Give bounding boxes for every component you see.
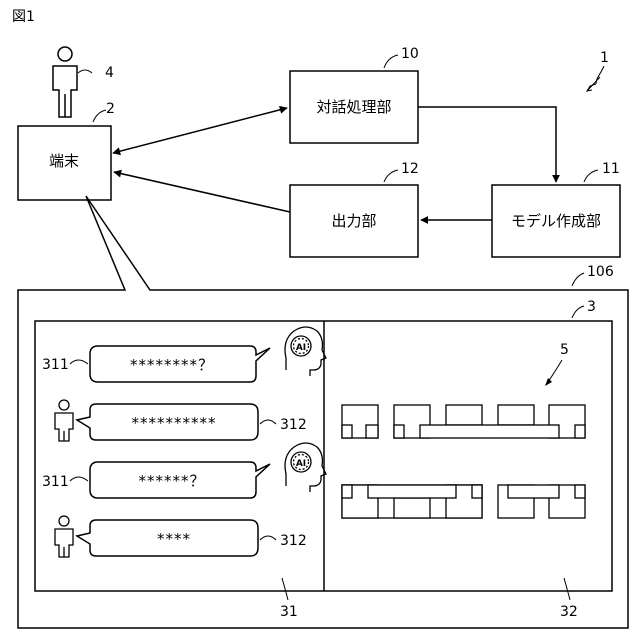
terminal-label: 端末: [49, 152, 79, 170]
screen-leader-line: [572, 273, 584, 286]
message-ref-label: 312: [280, 533, 307, 549]
user-leader-line: [78, 70, 92, 73]
user-figure-icon: [53, 47, 77, 117]
message-ref-label: 311: [42, 357, 69, 373]
terminal-leader-line: [93, 110, 106, 122]
message-ref-label: 312: [280, 417, 307, 433]
output-unit-ref-label: 12: [401, 161, 419, 177]
chat-area-ref-label: 31: [280, 604, 298, 620]
message-text: **********: [132, 414, 217, 432]
message-text: ****: [157, 530, 191, 548]
dialogue-unit-leader-line: [384, 55, 398, 68]
figure-label: 図1: [12, 9, 35, 25]
panel-ref-label: 3: [587, 299, 596, 315]
user-ref-label: 4: [105, 65, 114, 81]
ai-badge-text: AI: [296, 459, 306, 469]
ai-badge-text: AI: [296, 343, 306, 353]
model-unit-label: モデル作成部: [511, 212, 601, 230]
model-area-ref-label: 32: [560, 604, 578, 620]
screen-ref-label: 106: [587, 264, 614, 280]
system-ref-arrow: [587, 66, 604, 91]
model-unit-ref-label: 11: [602, 161, 620, 177]
message-text: ******？: [138, 472, 205, 490]
model-unit-leader-line: [584, 170, 598, 182]
message-text: ********？: [130, 356, 214, 374]
terminal-ref-label: 2: [106, 101, 115, 117]
output-unit-label: 出力部: [331, 212, 376, 230]
system-ref-label: 1: [600, 50, 609, 66]
dialogue-unit-label: 対話処理部: [316, 98, 391, 116]
arrow-output-terminal: [114, 172, 290, 212]
model-ref-label: 5: [560, 342, 569, 358]
output-unit-leader-line: [384, 170, 398, 182]
message-ref-label: 311: [42, 474, 69, 490]
arrow-dialogue-model: [418, 107, 556, 182]
arrow-terminal-dialogue: [113, 108, 287, 153]
dialogue-unit-ref-label: 10: [401, 46, 419, 62]
